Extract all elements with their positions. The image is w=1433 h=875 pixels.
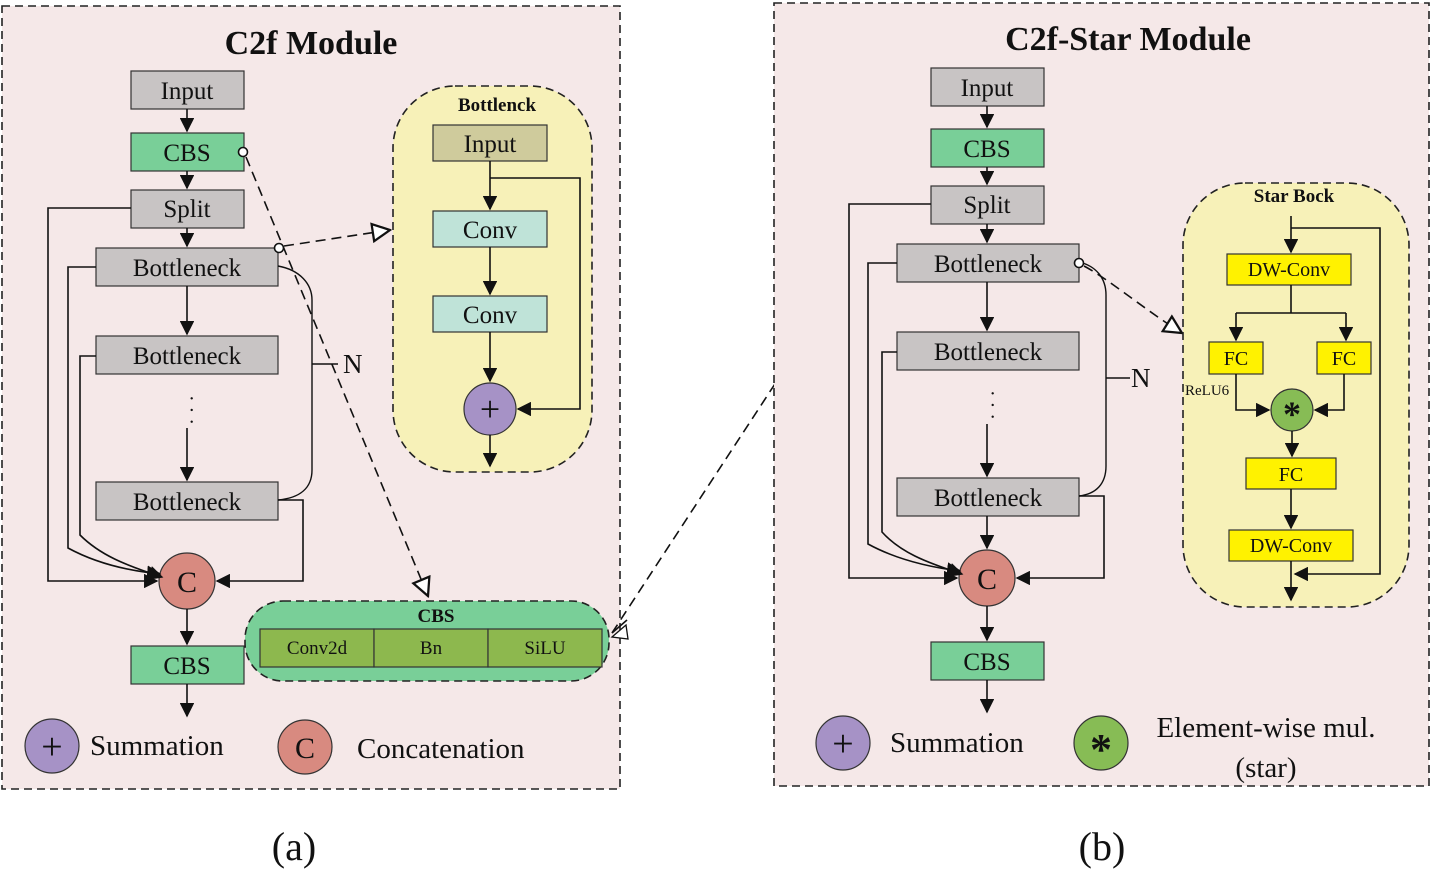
- svg-text:DW-Conv: DW-Conv: [1248, 259, 1330, 281]
- bottleneck-conv-2: Conv: [432, 295, 548, 333]
- legend-sum-label: Summation: [90, 730, 224, 762]
- bottleneck-panel-title: Bottlenck: [458, 95, 537, 116]
- legend-star-icon: [1073, 715, 1129, 771]
- legend-concat-icon: [277, 719, 333, 775]
- svg-text:Bottleneck: Bottleneck: [934, 485, 1043, 512]
- svg-text:DW-Conv: DW-Conv: [1250, 535, 1332, 557]
- c2f-star-title: C2f-Star Module: [1005, 21, 1251, 58]
- svg-text:Bottleneck: Bottleneck: [934, 251, 1043, 278]
- svg-text:Conv: Conv: [463, 217, 518, 244]
- cbs-detail-panel: CBS Conv2d Bn SiLU: [244, 600, 610, 682]
- star-bottleneck-3: Bottleneck: [896, 477, 1080, 517]
- svg-text:FC: FC: [1332, 348, 1356, 370]
- star-concat-node: C: [958, 549, 1016, 607]
- legend-star-label-line2: (star): [1235, 752, 1296, 784]
- svg-text:Bottleneck: Bottleneck: [133, 255, 242, 282]
- star-n-label: N: [1131, 363, 1151, 393]
- svg-text:C: C: [977, 563, 997, 596]
- star-dashed-link: [1073, 257, 1183, 334]
- star-cbs-bottom-box: CBS: [930, 641, 1045, 681]
- legend-star-label-line1: Element-wise mul.: [1156, 712, 1375, 744]
- star-relu-label: ReLU6: [1185, 383, 1230, 399]
- c2f-bottleneck-2: Bottleneck: [95, 335, 279, 375]
- star-fc-left: FC: [1208, 341, 1264, 375]
- svg-text:*: *: [1090, 725, 1112, 774]
- star-block-panel: Star Bock DW-Conv FC FC ReLU6 * FC: [1182, 182, 1410, 608]
- svg-text:CBS: CBS: [963, 649, 1010, 676]
- cbs-cell-bn: Bn: [373, 628, 489, 668]
- svg-text:FC: FC: [1224, 348, 1248, 370]
- star-fc-mid: FC: [1245, 457, 1337, 490]
- c2f-star-panel: C2f-Star Module Input CBS Split Bottlene…: [773, 2, 1430, 869]
- star-dwconv-2: DW-Conv: [1228, 529, 1354, 562]
- star-dwconv-1: DW-Conv: [1226, 253, 1352, 286]
- svg-text:+: +: [832, 723, 853, 765]
- bottleneck-detail-panel: Bottlenck Input Conv Conv +: [392, 85, 593, 473]
- svg-text:C: C: [177, 566, 197, 599]
- svg-text:Input: Input: [464, 131, 517, 158]
- svg-text:+: +: [480, 389, 500, 429]
- star-input-box: Input: [930, 67, 1045, 107]
- caption-b: (b): [1079, 824, 1126, 869]
- legend-sum-icon: [24, 718, 80, 774]
- star-legend: + Summation * Element-wise mul. (star): [815, 712, 1376, 784]
- legend-sum-icon-right: [815, 715, 871, 771]
- cbs-cell-silu: SiLU: [487, 628, 603, 668]
- c2f-legend: + Summation C Concatenation: [24, 718, 525, 775]
- svg-text:CBS: CBS: [163, 653, 210, 680]
- svg-text:Split: Split: [963, 192, 1010, 219]
- svg-text:Split: Split: [163, 196, 210, 223]
- star-fc-right: FC: [1316, 341, 1372, 375]
- c2f-panel: C2f Module Input CBS Split Bottleneck Bo…: [1, 5, 621, 869]
- c2f-cbs-top-box: CBS: [130, 132, 245, 172]
- svg-text:Input: Input: [961, 75, 1014, 102]
- svg-text:C: C: [295, 732, 315, 765]
- c2f-bottleneck-1: Bottleneck: [95, 247, 279, 287]
- svg-text:CBS: CBS: [963, 136, 1010, 163]
- star-main-arrows: [848, 106, 1105, 714]
- c2f-split-box: Split: [130, 189, 245, 229]
- legend-sum-label-right: Summation: [890, 727, 1024, 759]
- caption-a: (a): [272, 824, 316, 869]
- svg-text:SiLU: SiLU: [524, 638, 565, 659]
- svg-text:Bottleneck: Bottleneck: [133, 489, 242, 516]
- cbs-cell-conv2d: Conv2d: [259, 628, 375, 668]
- c2f-input-box: Input: [130, 70, 245, 110]
- cbs-panel-title: CBS: [418, 606, 455, 627]
- star-bottleneck-1: Bottleneck: [896, 243, 1080, 283]
- svg-text:Input: Input: [161, 78, 214, 105]
- svg-text:Bn: Bn: [420, 638, 443, 659]
- star-dots: · · ·: [981, 390, 1003, 420]
- svg-text:+: +: [41, 726, 62, 768]
- svg-text:Conv2d: Conv2d: [287, 638, 348, 659]
- c2f-dashed-links: [237, 146, 429, 597]
- svg-text:FC: FC: [1279, 464, 1303, 486]
- c2f-main-arrows: [47, 109, 304, 718]
- svg-text:CBS: CBS: [163, 140, 210, 167]
- c2f-title: C2f Module: [225, 25, 398, 62]
- legend-concat-label: Concatenation: [357, 733, 525, 765]
- svg-text:*: *: [1283, 394, 1301, 434]
- star-block-title: Star Bock: [1254, 186, 1335, 207]
- c2f-concat-node: C: [158, 552, 216, 610]
- star-bottleneck-2: Bottleneck: [896, 331, 1080, 371]
- bottleneck-input-box: Input: [432, 124, 548, 162]
- c2f-bottleneck-3: Bottleneck: [95, 481, 279, 521]
- c2f-n-label: N: [343, 349, 363, 379]
- star-cbs-top-box: CBS: [930, 128, 1045, 168]
- c2f-cbs-bottom-box: CBS: [130, 645, 245, 685]
- svg-text:Bottleneck: Bottleneck: [133, 343, 242, 370]
- c2f-dots: · · ·: [180, 395, 202, 425]
- svg-text:Conv: Conv: [463, 302, 518, 329]
- bottleneck-conv-1: Conv: [432, 210, 548, 248]
- svg-text:Bottleneck: Bottleneck: [934, 339, 1043, 366]
- bottleneck-sum-node: +: [463, 382, 517, 436]
- star-split-box: Split: [930, 185, 1045, 225]
